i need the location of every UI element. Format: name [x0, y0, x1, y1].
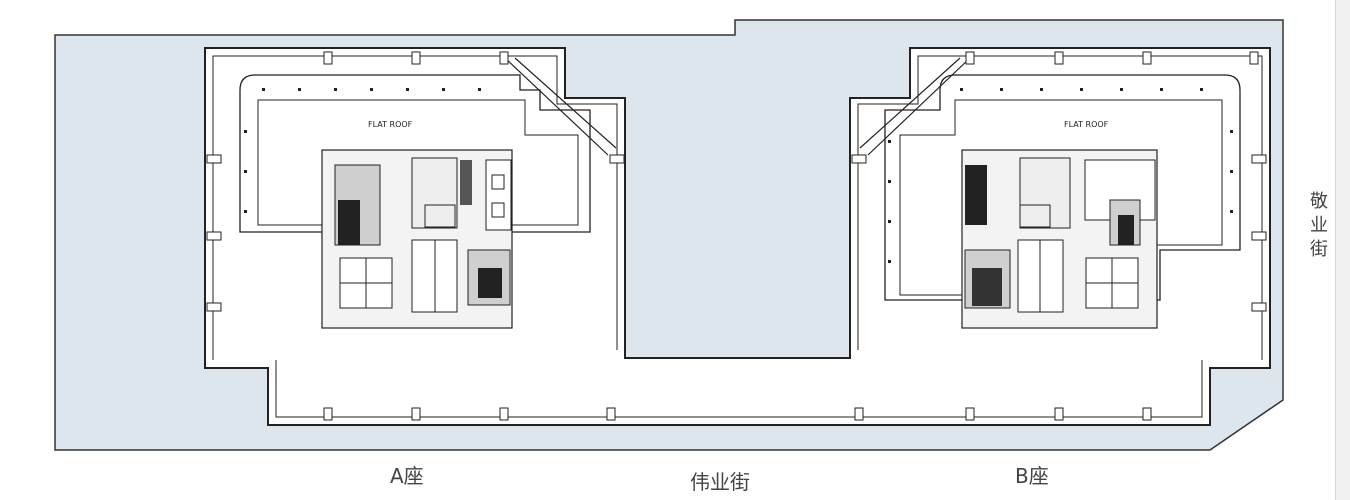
plate-inner-bottom [275, 360, 1203, 418]
roof-dots [244, 88, 1233, 263]
street-right-label: 敬业街 [1310, 191, 1328, 260]
roof-label-b: FLAT ROOF [1064, 120, 1109, 129]
street-bottom-label: 伟业街 [690, 470, 750, 494]
roof-label-a: FLAT ROOF [368, 120, 413, 129]
core-a [321, 149, 513, 329]
core-b [961, 149, 1158, 329]
flat-roof-a-inner [257, 99, 579, 226]
columns [206, 51, 1267, 421]
tower-a-label: A座 [390, 464, 424, 488]
side-scroll-strip [1335, 0, 1350, 500]
plate-inner-line-b [857, 55, 1263, 360]
plate-inner-line [212, 55, 618, 360]
tower-b-label: B座 [1015, 464, 1049, 488]
